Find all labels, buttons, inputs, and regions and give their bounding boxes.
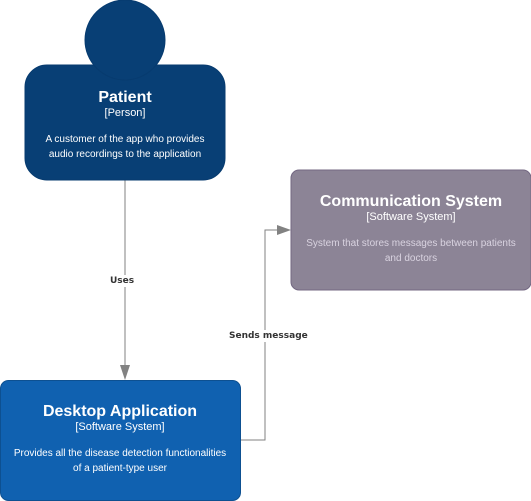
communication-system-title: Communication System: [319, 193, 503, 210]
patient-title: Patient: [98, 89, 152, 106]
communication-system-box[interactable]: [290, 169, 531, 291]
communication-system-label: Communication System [Software System] S…: [291, 193, 531, 266]
patient-type: [Person]: [104, 107, 146, 119]
sends-message-edge-label: Sends message: [227, 330, 310, 342]
patient-description: A customer of the app who provides audio…: [25, 132, 225, 162]
desktop-application-description: Provides all the disease detection funct…: [0, 446, 240, 476]
patient-description-line-2: audio recordings to the application: [48, 149, 202, 160]
uses-edge-label: Uses: [108, 275, 137, 287]
desktop-application-type: [Software System]: [75, 421, 165, 433]
uses-arrowhead: [120, 365, 130, 380]
desktop-application-label: Desktop Application [Software System] Pr…: [0, 403, 240, 476]
patient-label: Patient [Person] A customer of the app w…: [25, 89, 225, 162]
communication-system-description-line-1: System that stores messages between pati…: [306, 238, 516, 249]
communication-system-description-line-2: and doctors: [384, 253, 438, 264]
desktop-application-description-line-2: of a patient-type user: [73, 463, 167, 474]
sends-message-arrowhead: [277, 225, 291, 235]
desktop-application-description-line-1: Provides all the disease detection funct…: [13, 448, 227, 459]
communication-system-type: [Software System]: [366, 211, 456, 223]
patient-description-line-1: A customer of the app who provides: [45, 134, 205, 145]
patient-head[interactable]: [84, 0, 166, 81]
communication-system-description: System that stores messages between pati…: [291, 236, 531, 266]
desktop-application-title: Desktop Application: [42, 403, 198, 420]
